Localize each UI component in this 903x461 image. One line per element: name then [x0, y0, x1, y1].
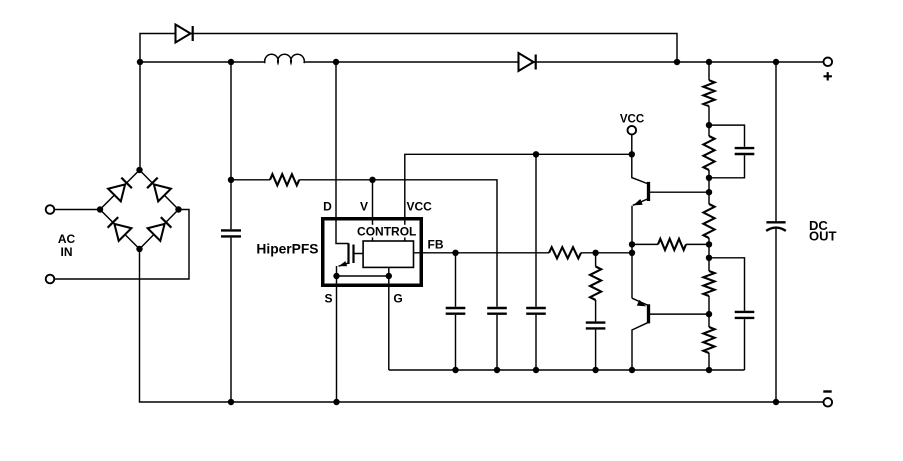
svg-text:CONTROL: CONTROL — [357, 225, 416, 239]
svg-text:OUT: OUT — [809, 228, 837, 243]
svg-text:DC: DC — [809, 218, 828, 233]
svg-text:G: G — [393, 292, 402, 306]
svg-text:AC: AC — [58, 232, 76, 246]
svg-text:VCC: VCC — [620, 114, 644, 126]
svg-text:VCC: VCC — [407, 200, 433, 214]
svg-text:FB: FB — [428, 238, 444, 252]
svg-text:V: V — [360, 200, 368, 214]
svg-text:IN: IN — [61, 245, 73, 259]
svg-text:HiperPFS: HiperPFS — [256, 242, 318, 257]
svg-text:S: S — [324, 292, 332, 306]
svg-text:D: D — [323, 200, 332, 214]
